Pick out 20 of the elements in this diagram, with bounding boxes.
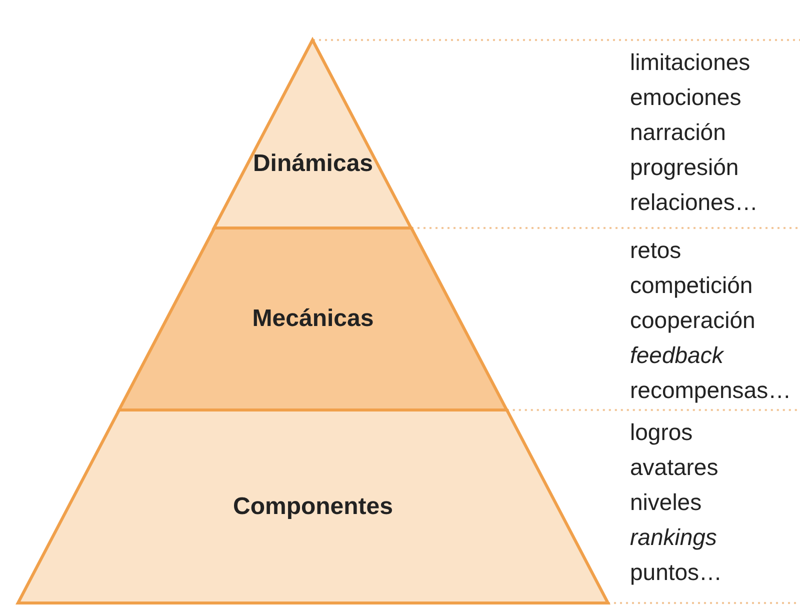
term-text: progresión [630, 153, 739, 181]
term-text: avatares [630, 453, 718, 481]
layer-title: Mecánicas [251, 305, 375, 333]
term-text: retos [630, 236, 682, 264]
layer-title: Dinámicas [252, 150, 374, 178]
term-text: narración [630, 118, 726, 146]
term-text: logros [630, 418, 693, 446]
term-text: puntos… [630, 558, 722, 586]
term-text: cooperación [630, 306, 756, 334]
term-text: recompensas… [630, 376, 792, 404]
term-text: niveles [630, 488, 702, 516]
layer-title: Componentes [232, 492, 394, 520]
term-text: limitaciones [630, 48, 750, 76]
term-text: rankings [630, 523, 717, 551]
term-text: feedback [630, 341, 724, 369]
pyramid-layer [18, 410, 608, 603]
term-text: emociones [630, 83, 742, 111]
pyramid-layer [119, 228, 507, 410]
term-text: relaciones… [630, 188, 758, 216]
term-text: competición [630, 271, 753, 299]
